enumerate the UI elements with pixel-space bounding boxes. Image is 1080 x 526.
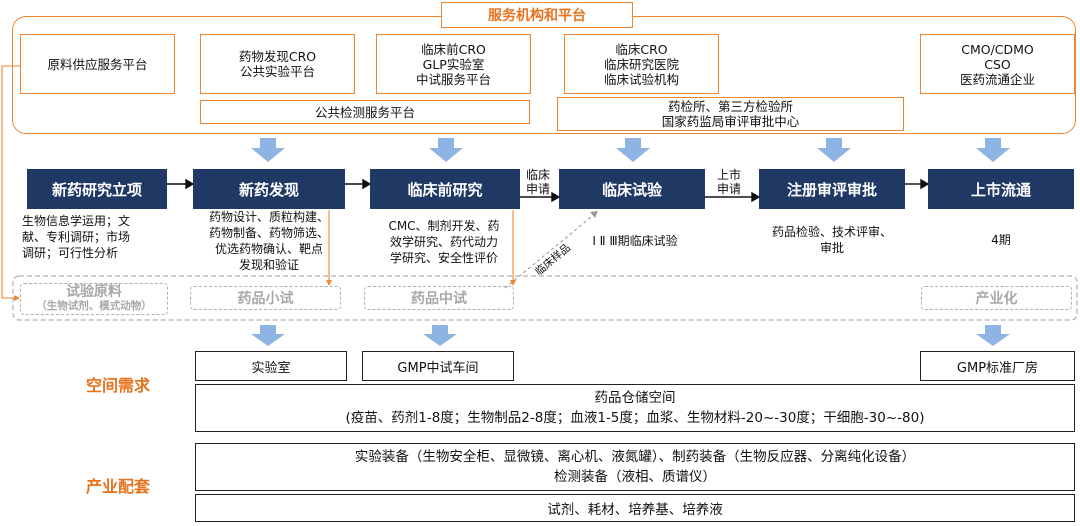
industry-support-label: 产业配套	[86, 477, 151, 496]
trial-raw-material: 试验原料	[66, 284, 122, 300]
stage-drug-discovery: 新药发现	[193, 169, 345, 209]
public-test-platform: 公共检测服务平台	[200, 100, 530, 124]
down-arrow-icon	[817, 138, 851, 162]
stage-desc-preclinical: CMC、制剂开发、药 效学研究、药代动力 学研究、安全性评价	[388, 219, 500, 265]
stage-project-initiation: 新药研究立项	[27, 169, 167, 209]
stage-desc-discovery: 药物设计、质粒构建、 药物制备、药物筛选、 优选药物确认、靶点 发现和验证	[208, 210, 329, 272]
consumables-box: 试剂、耗材、培养基、培养液	[195, 494, 1075, 522]
stage-desc-registration: 药品检验、技术评审、 审批	[771, 225, 892, 255]
cmo-cdmo-platform: CMO/CDMO CSO 医药流通企业	[920, 34, 1075, 94]
service-title: 服务机构和平台	[441, 2, 633, 28]
down-arrow-icon	[251, 325, 285, 346]
small-scale-trial: 药品小试	[190, 286, 341, 310]
down-arrow-icon	[423, 325, 457, 346]
stage-clinical-trial: 临床试验	[559, 169, 705, 209]
down-arrow-icon	[976, 138, 1010, 162]
inspection-center: 药检所、第三方检验所 国家药监局审评审批中心	[557, 97, 904, 131]
stage-registration-review: 注册审评审批	[759, 169, 905, 209]
down-arrow-icon	[616, 138, 650, 162]
industrialization: 产业化	[921, 286, 1072, 310]
space-demand-label: 空间需求	[86, 376, 151, 395]
stage-desc-market: 4期	[991, 233, 1011, 247]
equipment-box: 实验装备（生物安全柜、显微镜、离心机、液氮罐）、制药装备（生物反应器、分离纯化设…	[195, 443, 1075, 491]
down-arrow-icon	[251, 138, 285, 162]
preclinical-cro-platform: 临床前CRO GLP实验室 中试服务平台	[376, 34, 531, 94]
down-arrow-icon	[976, 325, 1010, 346]
market-application-label: 上市 申请	[716, 168, 741, 196]
laboratory-box: 实验室	[195, 351, 347, 381]
trial-raw-material-box: 试验原料 （生物试剂、模式动物）	[20, 283, 168, 315]
stage-market-circulation: 上市流通	[928, 169, 1074, 209]
drug-storage-box: 药品仓储空间 (疫苗、药剂1-8度；生物制品2-8度；血液1-5度；血浆、生物材…	[195, 384, 1075, 432]
gmp-pilot-workshop-box: GMP中试车间	[362, 351, 514, 381]
trial-raw-material-sub: （生物试剂、模式动物）	[36, 300, 152, 312]
stage-desc-clinical: Ⅰ Ⅱ Ⅲ期临床试验	[592, 234, 678, 248]
stage-desc-initiation: 生物信息学运用；文 献、专利调研；市场 调研；可行性分析	[22, 214, 131, 260]
stage-preclinical: 临床前研究	[370, 169, 520, 209]
clinical-cro-platform: 临床CRO 临床研究医院 临床试验机构	[564, 34, 719, 94]
clinical-application-label: 临床 申请	[525, 168, 550, 196]
raw-supply-platform: 原料供应服务平台	[20, 34, 175, 94]
pilot-scale-trial: 药品中试	[364, 286, 514, 310]
gmp-standard-plant-box: GMP标准厂房	[920, 351, 1075, 381]
down-arrow-icon	[429, 138, 463, 162]
discovery-cro-platform: 药物发现CRO 公共实验平台	[200, 34, 355, 94]
